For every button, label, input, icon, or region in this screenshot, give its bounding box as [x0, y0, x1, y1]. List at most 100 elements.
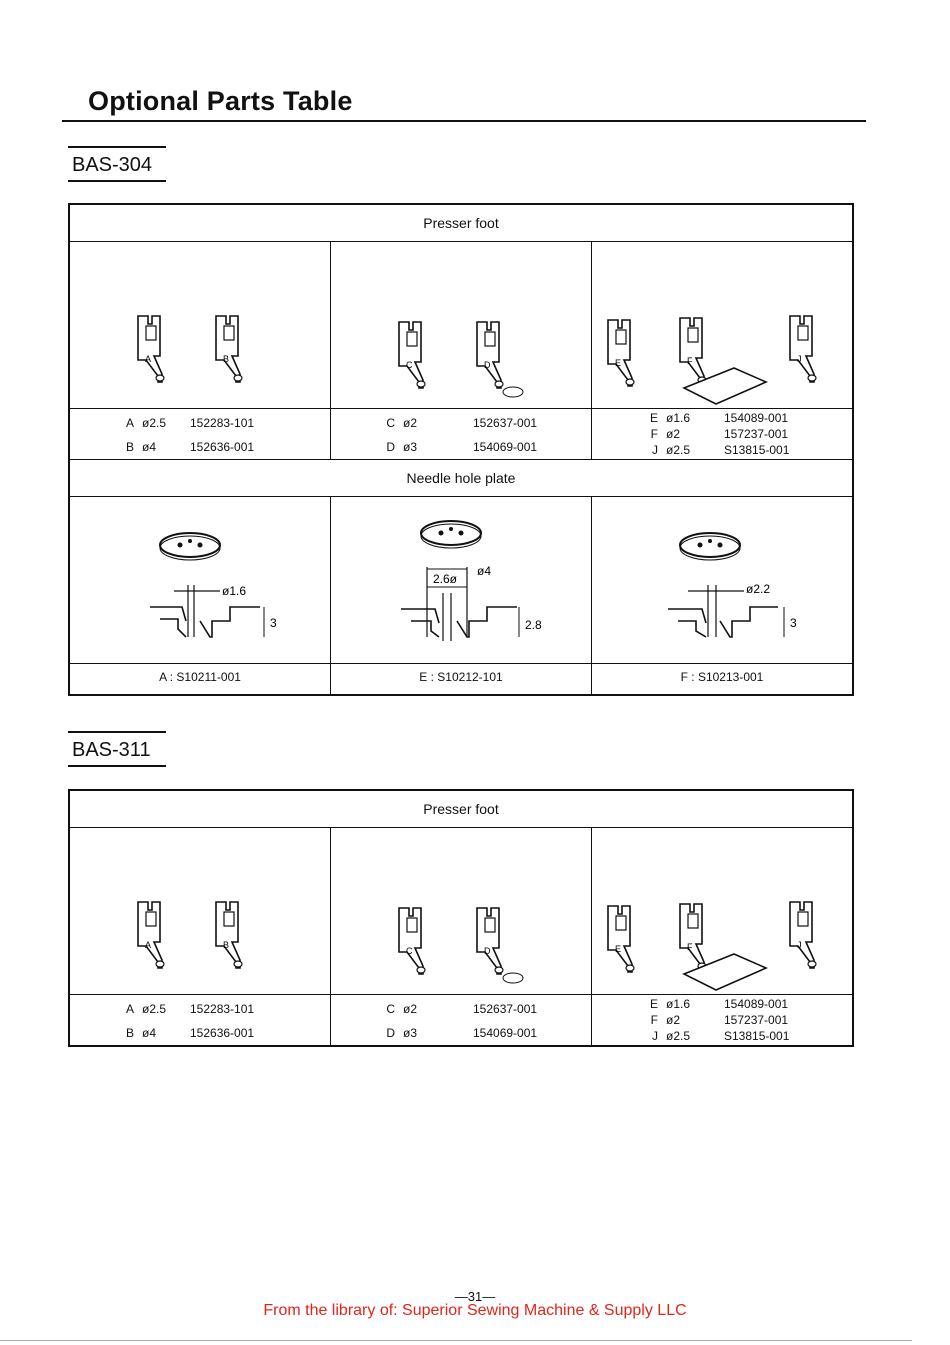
- foot-b-drawing: B: [215, 315, 243, 383]
- plate-depth: 3: [270, 616, 277, 630]
- needle-plate-image-f: ø2.2 3: [592, 497, 852, 663]
- plate-depth: 2.8: [525, 618, 542, 632]
- part-size: ø3: [403, 1026, 418, 1040]
- part-number: 154089-001: [724, 997, 789, 1011]
- part-letter: F: [650, 427, 658, 441]
- presser-foot-drawing-cd: C D: [398, 907, 524, 984]
- part-letter: D: [386, 1026, 395, 1040]
- presser-foot-header: Presser foot: [70, 205, 852, 242]
- part-letter: J: [652, 443, 658, 457]
- hole-diameter: ø4: [477, 564, 491, 578]
- part-letter: A: [125, 416, 134, 430]
- plate-label-e: E : S10212-101: [331, 664, 592, 694]
- part-letter: J: [652, 1029, 658, 1043]
- foot-e-drawing: E: [607, 319, 635, 387]
- presser-foot-image-cd: C D: [331, 828, 592, 994]
- part-size: ø2.5: [666, 443, 691, 457]
- foot-c-drawing: C: [398, 907, 426, 975]
- presser-foot-image-cd: C D: [331, 242, 592, 408]
- part-size: ø1.6: [666, 997, 691, 1011]
- foot-d-drawing: D: [476, 907, 524, 984]
- presser-foot-drawing-ab: A B: [137, 901, 243, 969]
- part-number: 152636-001: [190, 1026, 255, 1040]
- plate-label-f: F : S10213-001: [680, 670, 764, 684]
- bottom-rule: [0, 1340, 912, 1341]
- part-letter: B: [125, 1026, 134, 1040]
- part-size: ø3: [403, 440, 418, 454]
- foot-e-drawing: E: [607, 905, 635, 973]
- foot-a-drawing: A: [137, 901, 165, 969]
- part-letter: A: [125, 1002, 134, 1016]
- foot-a-drawing: A: [137, 315, 165, 383]
- title-rule: [62, 120, 866, 122]
- part-letter: D: [386, 440, 395, 454]
- presser-foot-image-ab: A B: [70, 242, 331, 408]
- page-number: —31—: [454, 1289, 496, 1304]
- svg-text:C: C: [406, 360, 413, 370]
- presser-foot-header: Presser foot: [70, 791, 852, 828]
- part-number: 152283-101: [190, 416, 255, 430]
- part-number: 152637-001: [473, 1002, 538, 1016]
- needle-plate-image-row: ø1.6 3 2.6ø ø4 2.8: [70, 497, 852, 664]
- needle-plate-image-e: 2.6ø ø4 2.8: [331, 497, 592, 663]
- part-size: ø1.6: [666, 411, 691, 425]
- needle-hole-plate-header: Needle hole plate: [70, 460, 852, 497]
- svg-text:D: D: [484, 360, 491, 370]
- groove-width: 2.6ø: [433, 572, 458, 586]
- part-letter: C: [386, 416, 395, 430]
- part-size: ø2.5: [142, 416, 167, 430]
- part-size: ø2: [666, 1013, 681, 1027]
- svg-text:B: B: [223, 940, 229, 950]
- part-number: 152636-001: [190, 440, 255, 454]
- foot-j-drawing: J: [789, 901, 817, 969]
- needle-plate-label-row: A : S10211-001 E : S10212-101 F : S10213…: [70, 664, 852, 694]
- foot-j-drawing: J: [789, 315, 817, 383]
- svg-text:D: D: [484, 946, 491, 956]
- part-size: ø4: [142, 440, 157, 454]
- presser-foot-drawing-efj: E F J: [607, 315, 817, 405]
- presser-foot-image-efj: E F J: [592, 828, 852, 994]
- section-heading-text: BAS-311: [72, 739, 151, 761]
- part-letter: E: [649, 411, 658, 425]
- svg-text:E: E: [615, 358, 621, 368]
- svg-text:A: A: [145, 940, 151, 950]
- part-number: 157237-001: [724, 427, 789, 441]
- part-size: ø4: [142, 1026, 157, 1040]
- part-number: 154069-001: [473, 1026, 538, 1040]
- presser-foot-image-row: A B C D E F J: [70, 828, 852, 995]
- presser-foot-image-ab: A B: [70, 828, 331, 994]
- svg-text:J: J: [797, 354, 802, 364]
- part-size: ø2: [403, 416, 418, 430]
- part-size: ø2.5: [142, 1002, 167, 1016]
- part-letter: C: [386, 1002, 395, 1016]
- part-number: 157237-001: [724, 1013, 789, 1027]
- part-number: 154069-001: [473, 440, 538, 454]
- svg-text:B: B: [223, 354, 229, 364]
- needle-plate-drawing-f: ø2.2 3: [668, 532, 797, 638]
- needle-plate-drawing-a: ø1.6 3: [150, 532, 277, 638]
- svg-text:E: E: [615, 944, 621, 954]
- section-heading-bas311: BAS-311: [68, 731, 166, 767]
- part-size: ø2.5: [666, 1029, 691, 1043]
